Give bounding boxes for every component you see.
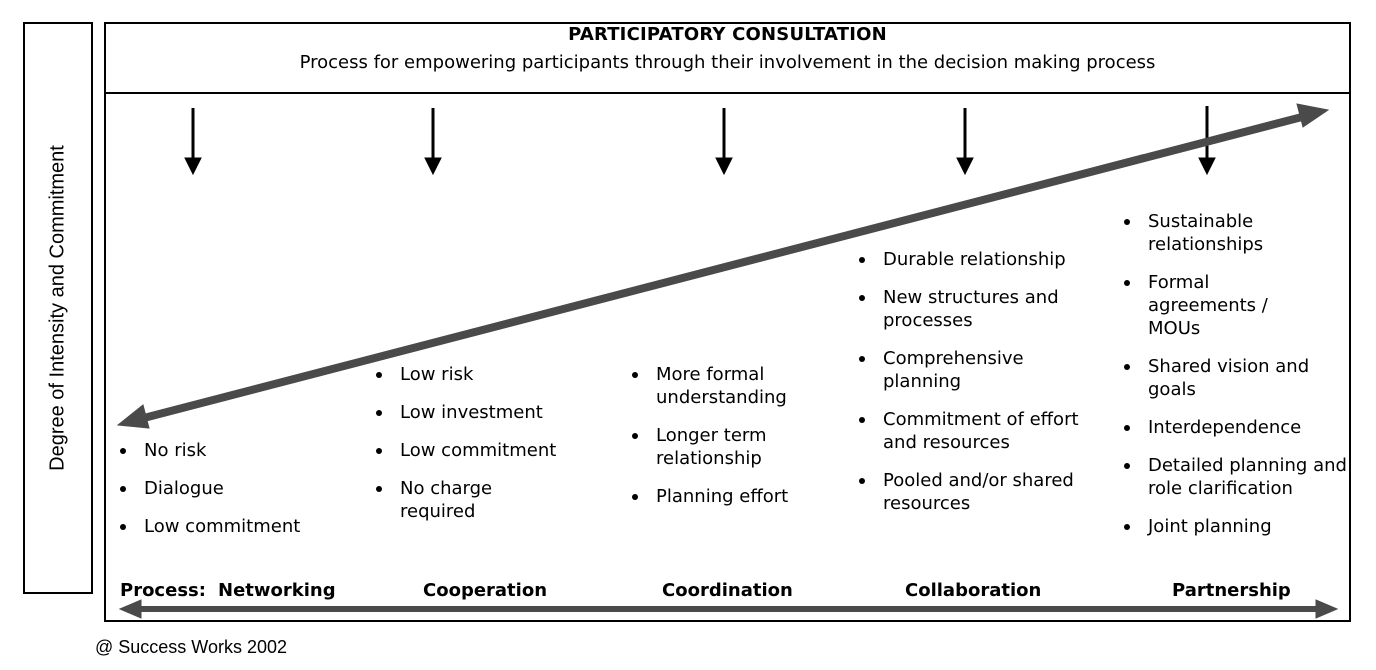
list-item: New structures and processes [856, 286, 1093, 332]
list-item: Sustainable relationships [1121, 210, 1288, 256]
networking-items: No risk Dialogue Low commitment [117, 439, 357, 553]
cooperation-items: Low risk Low investment Low commitment N… [373, 363, 603, 538]
list-item: Commitment of effort and resources [856, 408, 1108, 454]
process-double-arrow-icon [118, 599, 1339, 619]
down-arrow-icon [956, 108, 974, 176]
list-item: Low commitment [373, 439, 603, 462]
stage-label-partnership: Partnership [1172, 580, 1291, 601]
list-item: More formal understanding [629, 363, 816, 409]
list-item: Shared vision and goals [1121, 355, 1348, 401]
list-item: Joint planning [1121, 515, 1341, 538]
down-arrow-icon [1198, 106, 1216, 176]
list-item: Dialogue [117, 477, 357, 500]
diagram-title: PARTICIPATORY CONSULTATION [568, 24, 887, 45]
list-item: Detailed planning and role clarification [1121, 454, 1358, 500]
stage-label-coordination: Coordination [662, 580, 793, 601]
diagram-subtitle: Process for empowering participants thro… [299, 52, 1156, 73]
collaboration-items: Durable relationship New structures and … [856, 248, 1106, 530]
diagram-frame [104, 22, 1351, 622]
intensity-double-arrow-icon [116, 103, 1330, 429]
partnership-items: Sustainable relationships Formal agreeme… [1121, 210, 1347, 553]
list-item: No risk [117, 439, 357, 462]
list-item: Low investment [373, 401, 603, 424]
list-item: Comprehensive planning [856, 347, 1063, 393]
process-prefix-label: Process: [120, 580, 206, 601]
list-item: Planning effort [629, 485, 829, 508]
stage-label-cooperation: Cooperation [423, 580, 548, 601]
list-item: Interdependence [1121, 416, 1341, 439]
down-arrow-icon [715, 108, 733, 176]
down-arrow-icon [424, 108, 442, 176]
down-arrow-icon [184, 108, 202, 176]
stage-label-networking: Networking [218, 580, 336, 601]
list-item: Durable relationship [856, 248, 1106, 271]
copyright-footer: @ Success Works 2002 [95, 637, 288, 657]
list-item: Low commitment [117, 515, 357, 538]
list-item: No charge required [373, 477, 530, 523]
header-divider [104, 92, 1351, 94]
list-item: Longer term relationship [629, 424, 796, 470]
list-item: Formal agreements / MOUs [1121, 271, 1298, 340]
coordination-items: More formal understanding Longer term re… [629, 363, 829, 523]
list-item: Low risk [373, 363, 603, 386]
list-item: Pooled and/or shared resources [856, 469, 1083, 515]
axis-label-box [23, 22, 93, 594]
stage-label-collaboration: Collaboration [905, 580, 1042, 601]
